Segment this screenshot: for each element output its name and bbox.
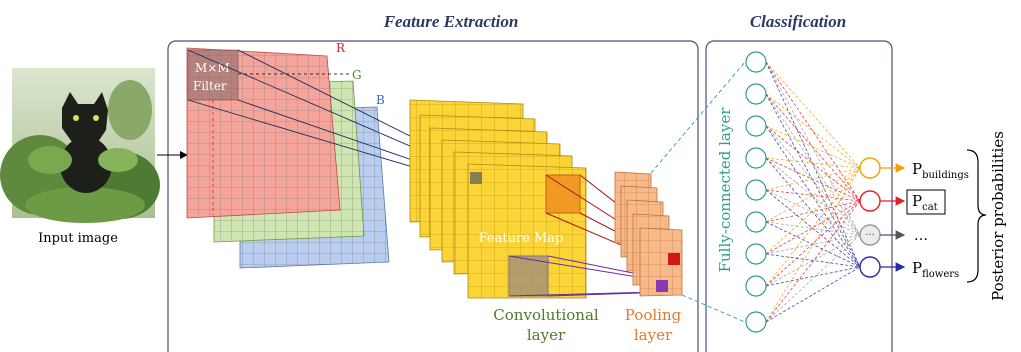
fc-connection <box>765 266 861 323</box>
channel-g-label: G <box>352 68 362 82</box>
fc-neuron-5 <box>745 179 767 201</box>
svg-text:Pflowers: Pflowers <box>912 259 959 280</box>
svg-text:Pbuildings: Pbuildings <box>912 160 969 181</box>
pool-cell-red <box>668 253 680 265</box>
fc-connection <box>765 234 861 323</box>
feature-extraction-title: Feature Extraction <box>383 12 519 31</box>
fc-connection <box>765 93 861 169</box>
fc-connection <box>765 189 861 236</box>
fc-connection <box>765 61 861 268</box>
filter-label-1: M×M <box>195 61 230 75</box>
input-image-label: Input image <box>38 231 118 246</box>
fc-connection <box>765 157 861 169</box>
output-neurons: ··· <box>859 157 881 278</box>
flatten-link-bottom <box>681 294 746 323</box>
fc-connection <box>765 167 861 287</box>
fc-connection <box>765 167 861 223</box>
conv-layer-label-2: layer <box>527 326 566 344</box>
fc-neuron-3 <box>745 115 767 137</box>
fc-connection <box>765 200 861 287</box>
fc-connection <box>765 61 861 169</box>
pooling-stack <box>614 171 683 297</box>
fc-connection <box>765 167 861 191</box>
fc-neuron-6 <box>745 211 767 233</box>
svg-text:…: … <box>914 228 928 244</box>
output-neuron-buildings <box>859 157 881 179</box>
fc-connection <box>765 125 861 236</box>
output-ellipsis: … <box>880 228 928 244</box>
fc-neuron-9 <box>745 311 767 333</box>
fc-connection <box>765 189 861 202</box>
fc-neuron-1 <box>745 51 767 73</box>
fc-connection <box>765 253 861 268</box>
filter-label-2: Filter <box>193 79 227 93</box>
pool-cell-purple <box>656 280 668 292</box>
fc-connections <box>765 61 861 323</box>
fc-neurons <box>745 51 767 333</box>
fc-connection <box>765 125 861 202</box>
fc-neuron-2 <box>745 83 767 105</box>
pool-window-bottom <box>508 255 549 297</box>
filter-window <box>187 49 239 101</box>
ellipsis-neuron-dots: ··· <box>865 230 875 241</box>
filter-output-cell <box>470 172 482 184</box>
fc-neuron-4 <box>745 147 767 169</box>
fc-neuron-7 <box>745 243 767 265</box>
classification-box <box>705 40 893 352</box>
fc-connection <box>765 125 861 268</box>
posterior-label: Posterior probabilities <box>989 131 1007 301</box>
fc-connection <box>765 234 861 287</box>
output-neuron-flowers <box>859 256 881 278</box>
fc-connection <box>765 167 861 255</box>
fc-connection <box>765 61 861 202</box>
feature-extraction-box <box>167 40 699 352</box>
fc-connection <box>765 221 861 236</box>
pool-layer-label-2: layer <box>634 326 673 344</box>
fc-connection <box>765 200 861 223</box>
channel-b-label: B <box>376 93 385 107</box>
fc-connection <box>765 266 861 287</box>
pool-layer-label-1: Pooling <box>625 306 682 324</box>
output-cat: Pcat <box>880 189 946 215</box>
svg-text:Pcat: Pcat <box>912 192 938 213</box>
output-neuron-cat <box>859 190 881 212</box>
fc-connection <box>765 125 861 169</box>
pool-window-top <box>545 174 581 214</box>
fc-connection <box>765 200 861 255</box>
fc-connection <box>765 61 861 236</box>
classification-title: Classification <box>750 12 846 31</box>
flatten-link-top <box>650 61 746 174</box>
fc-connection <box>765 157 861 236</box>
cat-highlight-box <box>906 189 946 215</box>
input-image <box>0 68 160 223</box>
output-buildings: Pbuildings <box>880 160 969 181</box>
channel-r-label: R <box>336 41 346 55</box>
conv-layer-label-1: Convolutional <box>493 306 599 324</box>
output-brace <box>966 149 987 283</box>
fc-connection <box>765 167 861 323</box>
fc-connection <box>765 93 861 236</box>
fc-neuron-8 <box>745 275 767 297</box>
fc-connection <box>765 200 861 323</box>
fc-connection <box>765 93 861 202</box>
fc-layer-label: Fully-connected layer <box>716 107 734 273</box>
output-flowers: Pflowers <box>880 259 959 280</box>
feature-map-label: Feature Map <box>479 231 564 246</box>
fc-connection <box>765 93 861 268</box>
